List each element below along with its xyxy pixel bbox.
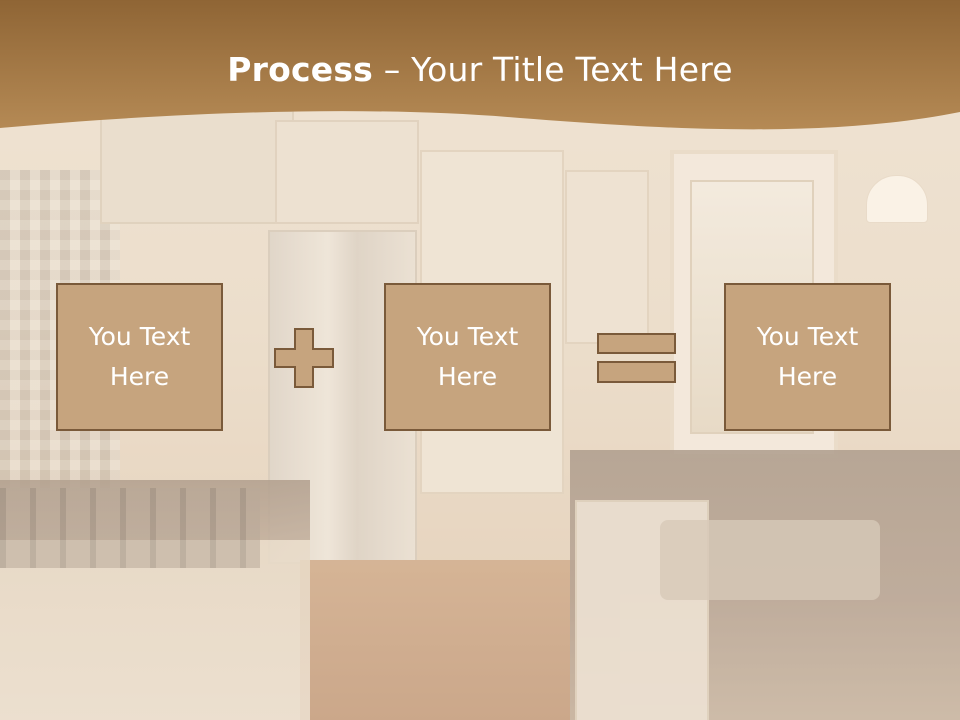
equals-icon	[597, 333, 676, 383]
title-bold-text: Process	[227, 50, 374, 89]
title-header-band: Process – Your Title Text Here	[0, 0, 960, 140]
text-box-1[interactable]: You Text Here	[56, 283, 223, 431]
slide-title[interactable]: Process – Your Title Text Here	[0, 50, 960, 89]
text-box-3[interactable]: You Text Here	[724, 283, 891, 431]
title-rest-text: – Your Title Text Here	[373, 50, 733, 89]
text-box-2[interactable]: You Text Here	[384, 283, 551, 431]
plus-icon	[274, 328, 334, 388]
